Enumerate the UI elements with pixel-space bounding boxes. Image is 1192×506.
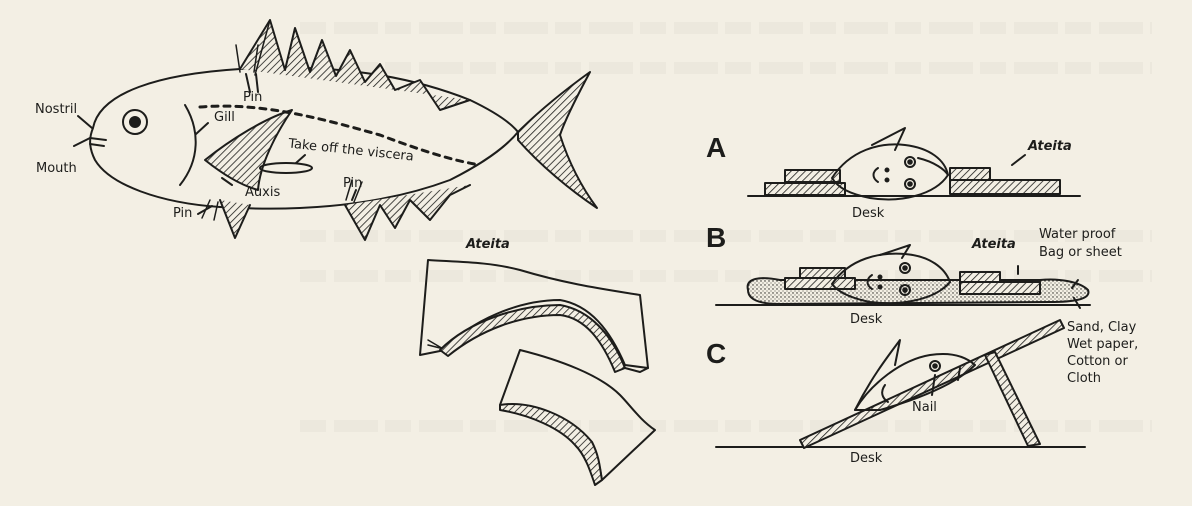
nostril-label: Nostril [35, 102, 78, 117]
panel-c-nail-label: Nail [912, 400, 937, 415]
gill-arc [179, 104, 197, 186]
ateita-fish-c [854, 353, 976, 411]
panel-c-letter: C [706, 338, 727, 369]
pin-bottom-right-label: Pin [343, 176, 363, 191]
pin-top-label: Pin [243, 90, 263, 105]
background-texture [300, 22, 1152, 34]
angled-board [799, 319, 1065, 449]
panel-a-letter: A [706, 132, 727, 163]
background-texture [300, 230, 1152, 242]
auxis-label: Auxis [245, 185, 281, 200]
panel-a-desk-label: Desk [852, 206, 885, 221]
panel-b-desk-label: Desk [850, 312, 883, 327]
panel-a-ateita-label: Ateita [1028, 139, 1072, 154]
panel-a-drawing [747, 127, 1081, 201]
dorsal-fin [239, 19, 471, 111]
panel-c-drawing [715, 319, 1086, 449]
fish-drawing [73, 19, 598, 241]
pelvic-fin [219, 199, 251, 239]
pin-bottom-left-label: Pin [173, 206, 193, 221]
anal-fin [344, 184, 471, 241]
fish-eye [122, 109, 148, 135]
ateita-shape-drawing [419, 259, 656, 486]
ateita-fish-a [831, 143, 949, 201]
background-texture [300, 420, 1152, 432]
gill-label: Gill [214, 110, 235, 125]
lateral-line [198, 104, 482, 167]
fish-tail [517, 71, 598, 209]
panel-b-fill-label: Sand, Clay Wet paper, Cotton or Cloth [1067, 320, 1139, 386]
panel-c-desk-label: Desk [850, 451, 883, 466]
mouth-label: Mouth [36, 161, 77, 176]
pectoral-fin [204, 109, 293, 191]
viscera-cut [259, 162, 313, 174]
panel-b-ateita-label: Ateita [972, 237, 1016, 252]
panel-b-bag-label: Water proof Bag or sheet [1039, 227, 1122, 260]
board-prop [984, 351, 1041, 447]
ateita-piece-upper [419, 259, 649, 369]
background-texture [300, 62, 1152, 74]
panel-b-letter: B [706, 222, 727, 253]
ateita-fish-b [831, 252, 951, 305]
panel-b-drawing [715, 244, 1091, 309]
ateita-shape-label: Ateita [466, 237, 510, 252]
